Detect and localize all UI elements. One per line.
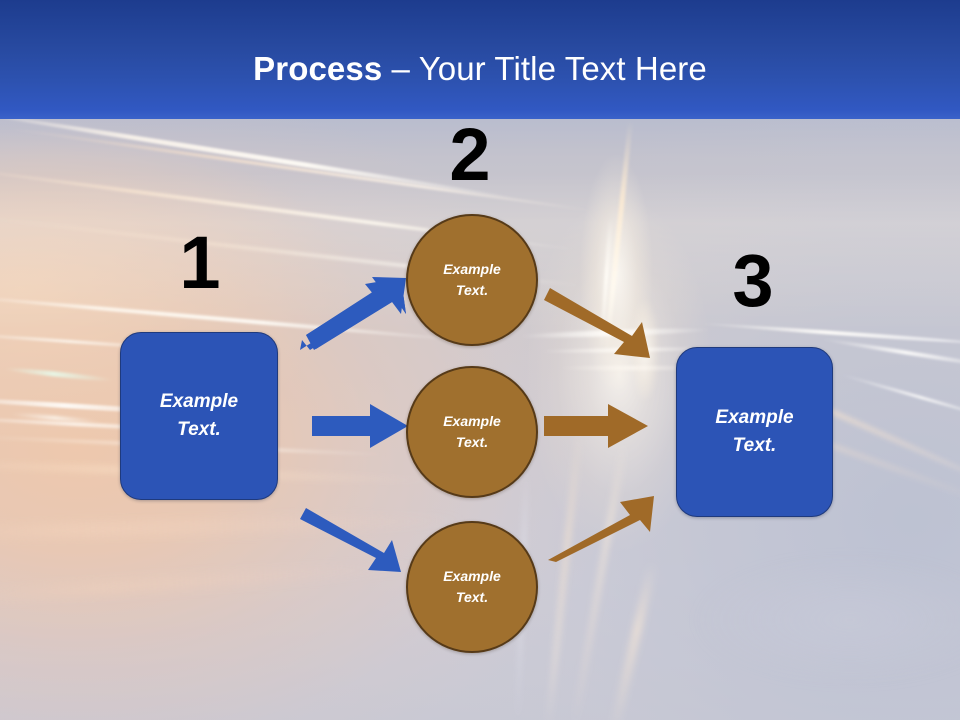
title-band xyxy=(0,0,960,119)
step-number-1: 1 xyxy=(179,221,221,304)
process-circle-bottom[interactable]: Example Text. xyxy=(406,521,538,653)
process-box-step-3[interactable]: Example Text. xyxy=(676,347,833,517)
process-circle-middle-line2: Text. xyxy=(455,434,489,450)
step-number-3: 3 xyxy=(732,239,774,322)
process-box-step-3-line2: Text. xyxy=(732,435,777,456)
process-circle-middle[interactable]: Example Text. xyxy=(406,366,538,498)
title-prefix: Process xyxy=(253,50,383,87)
process-circle-top[interactable]: Example Text. xyxy=(406,214,538,346)
title-rest: Your Title Text Here xyxy=(418,50,707,87)
process-circle-top-line2: Text. xyxy=(455,282,489,298)
process-circle-bottom-line2: Text. xyxy=(455,589,489,605)
page-title: Process – Your Title Text Here xyxy=(0,0,960,85)
process-box-step-3-line1: Example xyxy=(715,407,794,429)
title-separator: – xyxy=(382,50,419,87)
process-circle-bottom-line1: Example xyxy=(443,568,501,584)
process-box-step-1-line1: Example xyxy=(159,391,239,413)
process-box-step-1-line2: Text. xyxy=(177,419,221,440)
step-number-2: 2 xyxy=(449,113,491,196)
process-circle-middle-line1: Example xyxy=(443,413,501,429)
process-circle-top-line1: Example xyxy=(443,261,501,277)
process-box-step-1[interactable]: Example Text. xyxy=(120,332,278,500)
